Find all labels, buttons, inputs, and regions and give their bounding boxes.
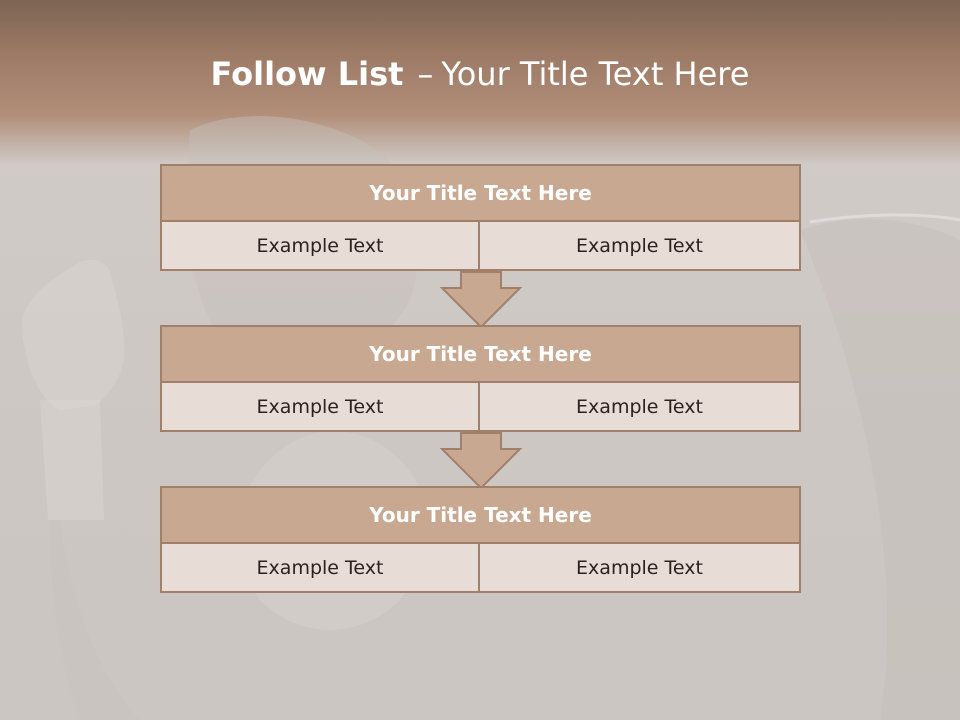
block-cell-left: Example Text	[160, 544, 480, 593]
block-cell-right: Example Text	[480, 222, 801, 271]
block-row: Example Text Example Text	[160, 222, 801, 271]
title-rest: Your Title Text Here	[441, 55, 750, 93]
block-heading: Your Title Text Here	[160, 486, 801, 544]
block-heading: Your Title Text Here	[160, 325, 801, 383]
list-block-2: Your Title Text Here Example Text Exampl…	[160, 325, 801, 432]
block-row: Example Text Example Text	[160, 383, 801, 432]
title-band	[0, 0, 960, 165]
down-arrow-icon	[440, 271, 522, 329]
slide-title: Follow List–Your Title Text Here	[0, 52, 960, 96]
title-dash: –	[417, 55, 434, 93]
block-cell-left: Example Text	[160, 383, 480, 432]
down-arrow-icon	[440, 432, 522, 490]
block-row: Example Text Example Text	[160, 544, 801, 593]
block-cell-right: Example Text	[480, 383, 801, 432]
block-cell-right: Example Text	[480, 544, 801, 593]
list-block-1: Your Title Text Here Example Text Exampl…	[160, 164, 801, 271]
list-block-3: Your Title Text Here Example Text Exampl…	[160, 486, 801, 593]
block-heading: Your Title Text Here	[160, 164, 801, 222]
block-cell-left: Example Text	[160, 222, 480, 271]
title-bold: Follow List	[210, 55, 404, 93]
